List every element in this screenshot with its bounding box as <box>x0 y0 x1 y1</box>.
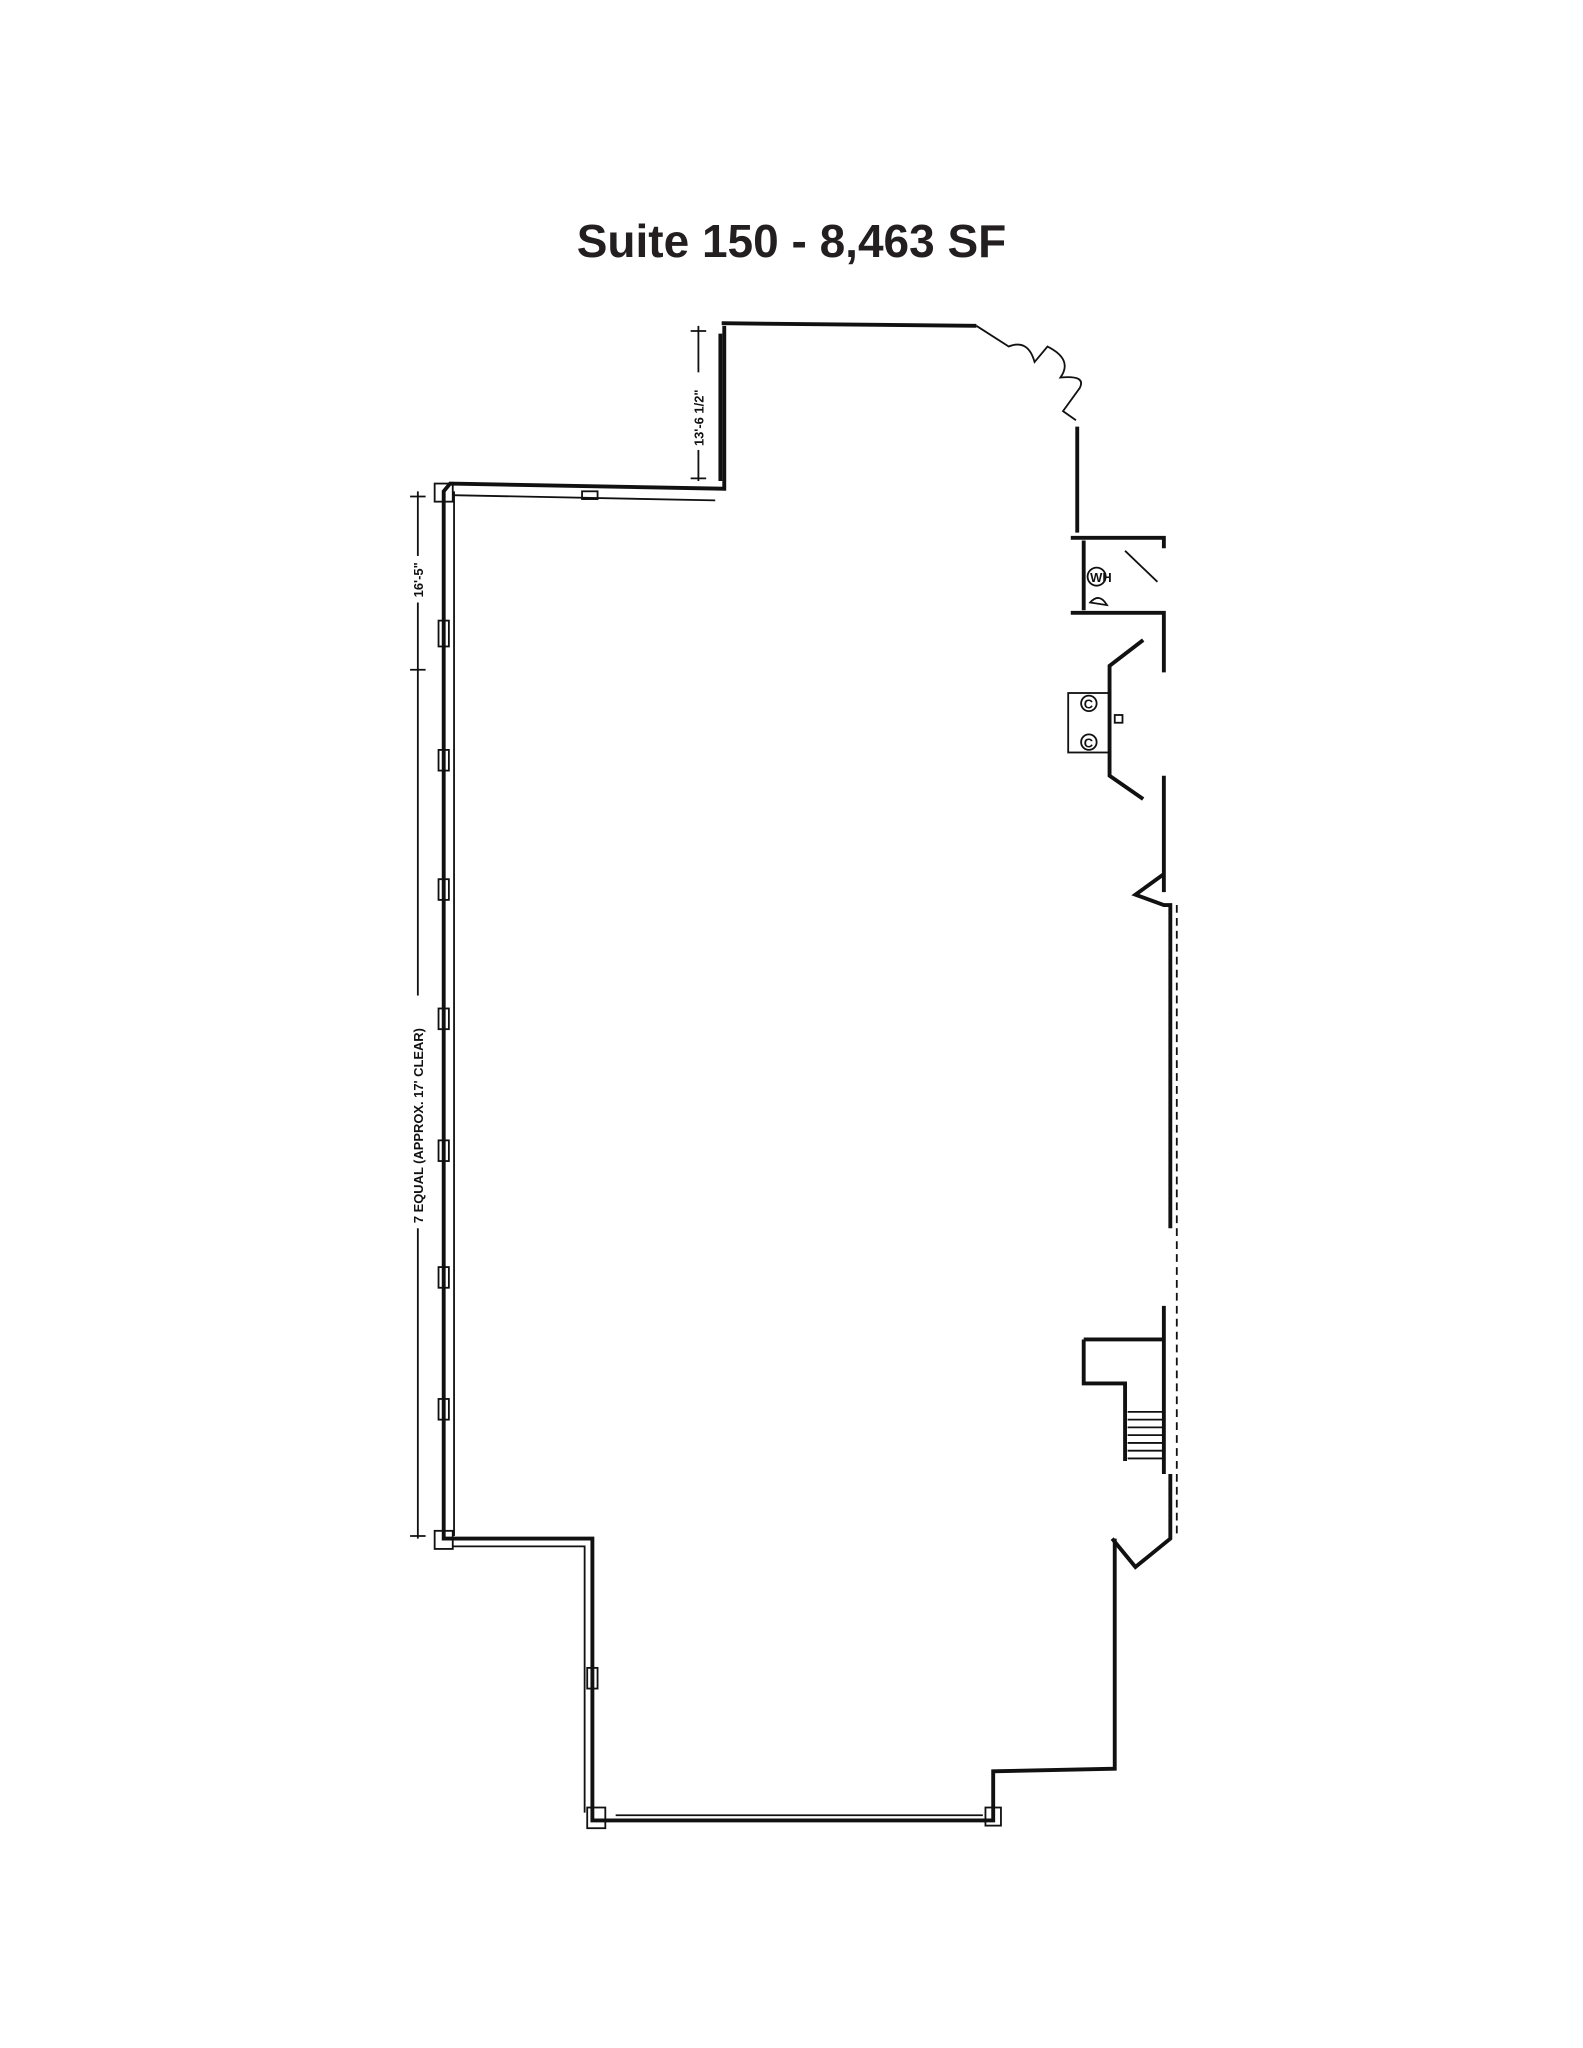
dimension-lines: 13'-6 1/2" 16'-5" 7 EQUAL (APPROX. 17' C… <box>408 325 707 1539</box>
elevator-label-a: C <box>1084 697 1093 712</box>
exterior-walls <box>433 321 1117 1830</box>
elevator-lobby: C C <box>1067 638 1178 1539</box>
entry-doors <box>975 325 1082 533</box>
elevator-label-b: C <box>1084 735 1093 750</box>
dimension-top-notch: 13'-6 1/2" <box>692 390 707 447</box>
stair-core <box>1081 1305 1173 1570</box>
water-heater-label: WH <box>1090 570 1112 585</box>
page-title: Suite 150 - 8,463 SF <box>576 215 1007 267</box>
dimension-left-upper: 16'-5" <box>411 562 426 597</box>
restroom-core: WH <box>1070 535 1166 673</box>
dimension-left-main: 7 EQUAL (APPROX. 17' CLEAR) <box>411 1028 426 1223</box>
